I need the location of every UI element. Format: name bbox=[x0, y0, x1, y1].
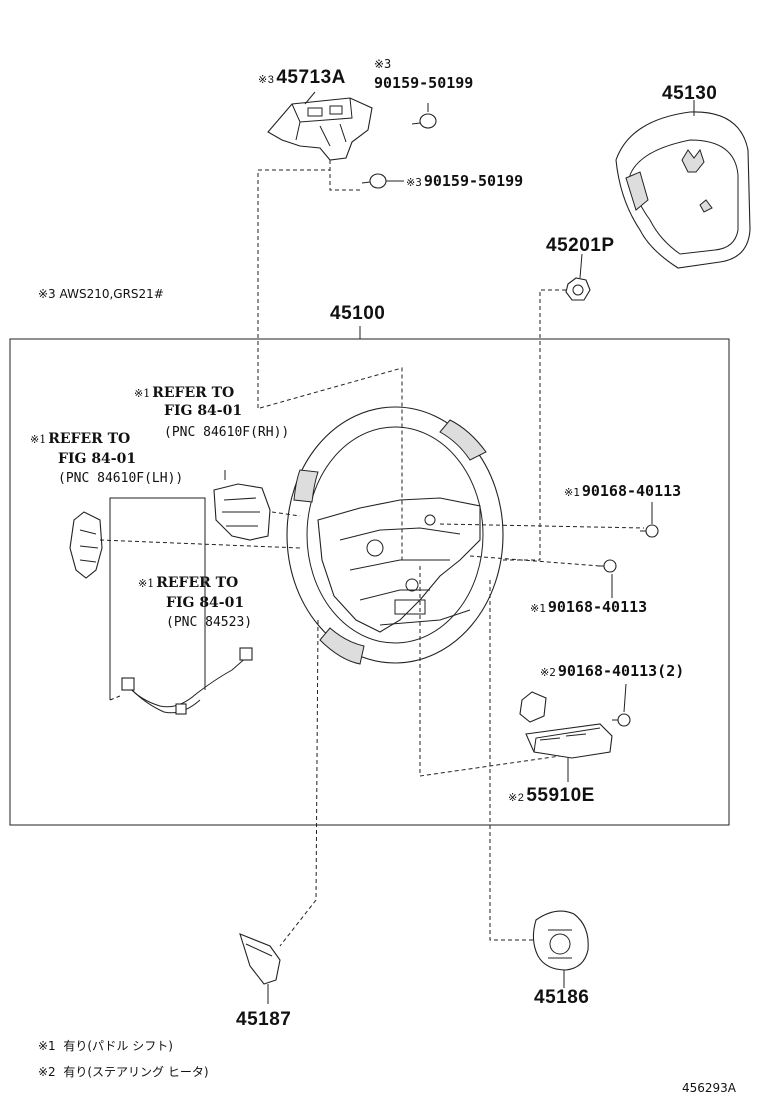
label-45186: 45186 bbox=[534, 987, 590, 1008]
figure-code: 456293A bbox=[682, 1081, 737, 1095]
screw-90168-b-drawing bbox=[598, 559, 617, 573]
condition-note: ※3 AWS210,GRS21# bbox=[38, 287, 164, 301]
label-45100: 45100 bbox=[330, 303, 386, 324]
ref-lh-line3: (PNC 84610F(LH)) bbox=[58, 471, 184, 486]
paddle-switch-lh-drawing bbox=[69, 511, 103, 579]
screw-90159-top-drawing bbox=[411, 113, 437, 129]
label-45187: 45187 bbox=[236, 1009, 292, 1030]
heater-ecu-55910E-drawing bbox=[519, 691, 613, 759]
ref-wire-line3: (PNC 84523) bbox=[166, 615, 253, 630]
nut-45201P-drawing bbox=[565, 277, 591, 301]
label-90159-top: 90159-50199 bbox=[374, 74, 474, 92]
ref-rh-line3: (PNC 84610F(RH)) bbox=[164, 425, 290, 440]
footnote-2: ※2 有り(ステアリング ヒータ) bbox=[38, 1065, 209, 1079]
footnote-1: ※1 有り(パドル シフト) bbox=[38, 1039, 173, 1053]
airbag-45130-drawing bbox=[615, 111, 751, 269]
cover-45187-drawing bbox=[239, 933, 281, 985]
screw-90159-mid-drawing bbox=[361, 173, 387, 189]
mark-90159-top: ※3 bbox=[374, 57, 392, 71]
bracket-45713A-drawing bbox=[267, 97, 373, 161]
screw-90168-c-drawing bbox=[612, 713, 631, 727]
label-45130: 45130 bbox=[662, 83, 718, 104]
wire-harness-84523-drawing bbox=[121, 647, 253, 715]
paddle-switch-rh-drawing bbox=[213, 483, 271, 541]
ref-wire-line2: FIG 84-01 bbox=[166, 595, 245, 611]
cover-45186-drawing bbox=[532, 910, 589, 971]
ref-rh-line2: FIG 84-01 bbox=[164, 403, 243, 419]
steering-wheel-45100-drawing bbox=[286, 406, 504, 665]
ref-lh-line2: FIG 84-01 bbox=[58, 451, 137, 467]
label-45201P: 45201P bbox=[546, 235, 615, 256]
assembly-45100-box bbox=[9, 338, 730, 826]
screw-90168-a-drawing bbox=[640, 524, 659, 538]
